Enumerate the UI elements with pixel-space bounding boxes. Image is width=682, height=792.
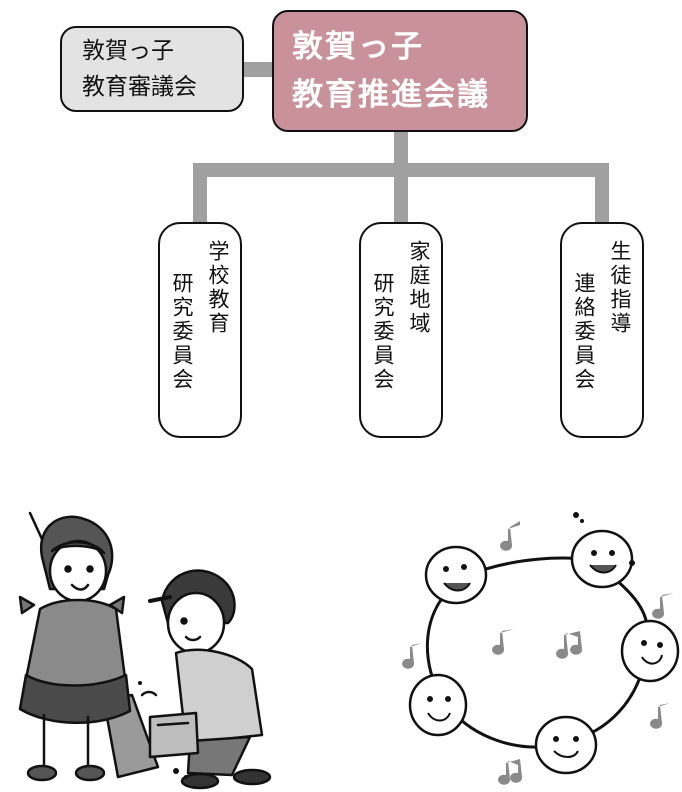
meeting-box: 敦賀っ子 教育推進会議 bbox=[272, 10, 528, 132]
meeting-line1: 敦賀っ子 bbox=[292, 29, 424, 65]
committee-school: 学校教育 研究委員会 bbox=[158, 222, 242, 438]
meeting-line2: 教育推進会議 bbox=[292, 77, 490, 113]
council-box: 敦賀っ子 教育審議会 bbox=[60, 26, 244, 112]
committee-school-suffix: 研究委員会 bbox=[170, 272, 194, 392]
connector-to-guidance bbox=[595, 163, 609, 223]
committee-guidance: 生徒指導 連絡委員会 bbox=[560, 222, 644, 438]
connector-council-meeting bbox=[244, 62, 274, 77]
committee-home-name: 家庭地域 bbox=[407, 240, 431, 336]
committee-guidance-name: 生徒指導 bbox=[608, 240, 632, 336]
connector-to-school bbox=[193, 163, 207, 223]
committee-home: 家庭地域 研究委員会 bbox=[359, 222, 443, 438]
connector-to-home bbox=[394, 163, 408, 223]
children-dancing-circle-illustration bbox=[402, 512, 680, 785]
committee-home-suffix: 研究委員会 bbox=[371, 272, 395, 392]
committee-school-name: 学校教育 bbox=[206, 240, 230, 336]
committee-guidance-suffix: 連絡委員会 bbox=[572, 272, 596, 392]
council-line2: 教育審議会 bbox=[82, 74, 197, 100]
council-line1: 敦賀っ子 bbox=[82, 38, 174, 64]
children-sweeping-illustration bbox=[18, 511, 272, 790]
